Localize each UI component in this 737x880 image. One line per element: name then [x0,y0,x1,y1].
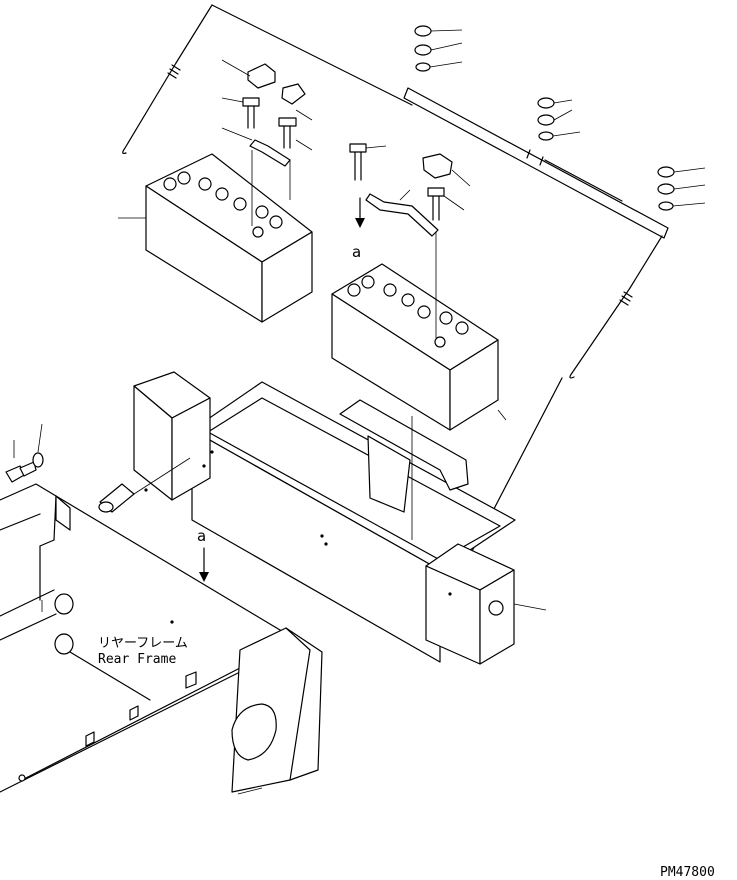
nut-washer-stack-top [414,25,463,72]
battery-box [133,371,547,665]
nut-washer-stack-right [657,166,706,211]
battery-2 [331,232,507,431]
callout-a-lower-arrow [199,547,209,582]
frame-label-en: Rear Frame [98,652,176,667]
callout-a-lower: a [197,527,206,545]
terminal-clamp-group-right [349,143,471,237]
frame-label-jp: リヤーフレーム [98,636,188,651]
nut-washer-stack-mid [537,97,581,141]
spacer-collar [98,457,191,513]
hold-down-bar [403,87,669,239]
terminal-clamp-group-left [221,59,313,167]
rear-frame [0,483,323,795]
hold-down-rod-left [122,4,413,155]
frame-bolt-washer [5,423,44,483]
callout-a-upper: a [352,243,361,261]
drawing-number: PM47800 [660,865,715,880]
hold-down-rod-right [469,235,663,556]
battery-1 [118,150,313,323]
callout-a-upper-arrow [355,197,365,228]
